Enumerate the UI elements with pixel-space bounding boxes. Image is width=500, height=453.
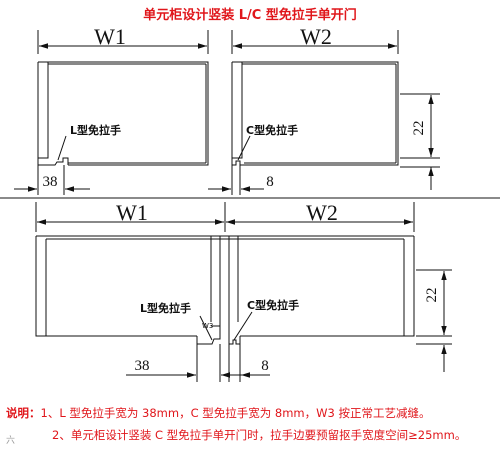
notes-text-1: 1、L 型免拉手宽为 38mm，C 型免拉手宽为 8mm，W3 按正常工艺减缝。 (40, 406, 431, 420)
l-handle-profile (37, 157, 69, 166)
w3-label: W3 (202, 322, 213, 330)
w2-label-top: W2 (300, 24, 332, 49)
notes-line-1: 说明：1、L 型免拉手宽为 38mm，C 型免拉手宽为 8mm，W3 按正常工艺… (6, 402, 498, 424)
w1-label-bottom: W1 (116, 200, 148, 225)
left-cabinet-outline (38, 61, 209, 166)
notes-prefix: 说明： (6, 406, 41, 420)
b-l-handle-profile (196, 336, 221, 345)
c-handle-leader-top (237, 135, 251, 161)
d8-label-top: 8 (266, 174, 274, 190)
right-cabinet-side (231, 62, 243, 159)
h22-label-top: 22 (411, 121, 427, 136)
notes-line-2: 2、单元柜设计竖装 C 型免拉手单开门时，拉手边要预留抠手宽度空间≥25mm。 (6, 424, 498, 446)
d8-label-bottom: 8 (261, 358, 269, 374)
top-drawing (14, 30, 440, 195)
d38-label-bottom: 38 (135, 358, 150, 374)
watermark: 六 (6, 436, 16, 446)
l-handle-leader-top (57, 135, 67, 161)
c-handle-label-top: C型免拉手 (246, 123, 298, 137)
right-cabinet-outline (232, 61, 399, 166)
notes-text-2: 2、单元柜设计竖装 C 型免拉手单开门时，拉手边要预留抠手宽度空间≥25mm。 (52, 428, 467, 442)
b-left-side (35, 236, 47, 337)
c-handle-label-bottom: C型免拉手 (247, 298, 299, 312)
d38-label-top: 38 (43, 174, 58, 190)
b-l-handle-leader (199, 315, 213, 341)
bottom-drawing (35, 202, 452, 382)
diagram-title: 单元柜设计竖装 L/C 型免拉手单开门 (143, 8, 357, 23)
l-handle-label-top: L型免拉手 (70, 123, 121, 137)
l-handle-label-bottom: L型免拉手 (140, 301, 191, 315)
w2-label-bottom: W2 (306, 200, 338, 225)
w1-label-top: W1 (94, 24, 126, 49)
notes-block: 说明：1、L 型免拉手宽为 38mm，C 型免拉手宽为 8mm，W3 按正常工艺… (6, 402, 498, 446)
b-right-side (403, 236, 415, 337)
b-c-handle-leader (233, 311, 253, 341)
h22-label-bottom: 22 (424, 288, 440, 303)
left-cabinet-side (37, 62, 49, 159)
